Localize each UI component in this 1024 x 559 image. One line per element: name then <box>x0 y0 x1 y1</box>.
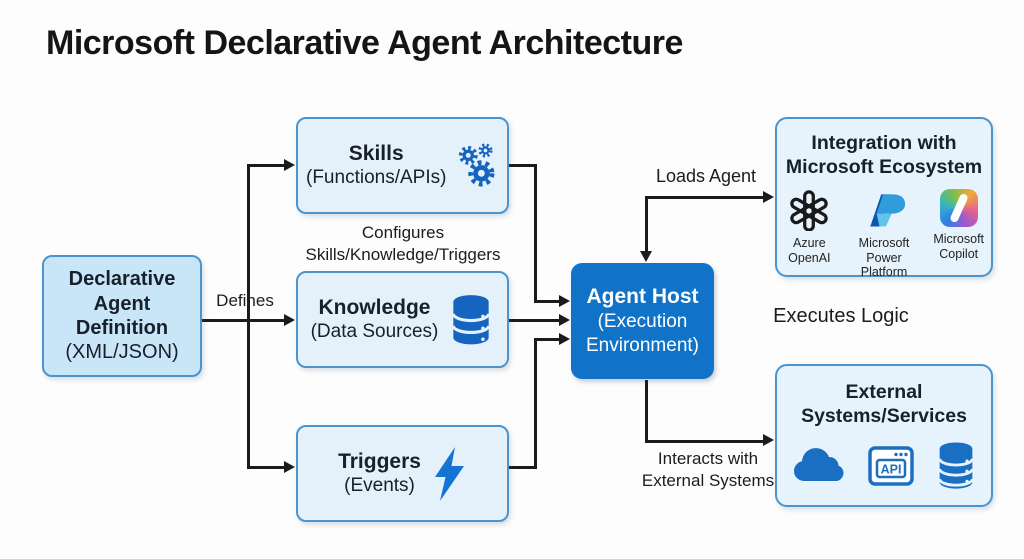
arrowhead-into-external <box>763 434 774 446</box>
branch-to-skills-line <box>247 164 284 167</box>
definition-box-title: Declarative Agent Definition <box>68 268 176 339</box>
integration-logo-row: Azure OpenAI Microsoft Power Platform Mi… <box>777 188 991 280</box>
knowledge-to-host-line <box>509 319 559 322</box>
defines-connector-line <box>202 319 285 322</box>
external-icon-row: API <box>777 441 991 491</box>
openai-logo-icon <box>790 189 829 231</box>
configures-label: Configures Skills/Knowledge/Triggers <box>305 223 501 265</box>
lightning-icon <box>434 446 464 501</box>
power-platform-logo-item: Microsoft Power Platform <box>852 189 917 280</box>
external-box-title: External Systems/Services <box>801 381 967 428</box>
gears-icon <box>459 142 495 186</box>
agent-host-box: Agent Host (Execution Environment) <box>571 263 714 379</box>
interacts-label: Interacts with External Systems <box>641 449 775 491</box>
azure-openai-logo-item: Azure OpenAI <box>777 189 842 266</box>
power-platform-logo-icon <box>870 194 906 227</box>
arrowhead-into-integration <box>763 191 774 203</box>
knowledge-box-title: Knowledge <box>318 296 431 320</box>
power-platform-caption: Microsoft Power Platform <box>858 235 910 280</box>
loads-agent-vertical-line <box>645 197 648 251</box>
arrowhead-knowledge-into-host <box>559 314 570 326</box>
definition-box-subtitle: (XML/JSON) <box>65 341 179 364</box>
copilot-logo-item: Microsoft Copilot <box>926 188 991 262</box>
skills-box-subtitle: (Functions/APIs) <box>306 167 447 189</box>
defines-label: Defines <box>216 291 274 310</box>
branch-vertical-line <box>247 164 250 469</box>
skills-out-line <box>509 164 537 167</box>
skills-to-host-line <box>534 300 559 303</box>
executes-logic-label: Executes Logic <box>773 305 909 327</box>
triggers-box-subtitle: (Events) <box>344 475 415 497</box>
skills-vertical-line <box>534 164 537 303</box>
copilot-logo-slash <box>948 192 969 224</box>
external-systems-box: External Systems/Services API <box>775 364 993 507</box>
arrowhead-into-knowledge <box>284 314 295 326</box>
triggers-box-title: Triggers <box>338 450 421 474</box>
api-window-icon: API <box>868 446 914 486</box>
copilot-caption: Microsoft Copilot <box>933 231 985 261</box>
interacts-horizontal-line <box>645 440 763 443</box>
arrowhead-into-skills <box>284 159 295 171</box>
azure-openai-caption: Azure OpenAI <box>788 235 831 265</box>
knowledge-box: Knowledge (Data Sources) <box>296 271 509 368</box>
database-icon <box>938 442 974 489</box>
skills-box: Skills (Functions/APIs) <box>296 117 509 214</box>
triggers-to-host-line <box>534 338 559 341</box>
skills-box-title: Skills <box>348 142 404 166</box>
page-title: Microsoft Declarative Agent Architecture <box>46 24 683 62</box>
integration-box: Integration with Microsoft Ecosystem Azu… <box>775 117 993 280</box>
agent-host-subtitle: (Execution Environment) <box>586 311 699 357</box>
triggers-out-line <box>509 466 537 469</box>
arrowhead-skills-into-host <box>559 295 570 307</box>
knowledge-box-subtitle: (Data Sources) <box>310 321 439 343</box>
arrowhead-down-into-host <box>640 251 652 262</box>
loads-agent-label: Loads Agent <box>655 166 757 186</box>
arrowhead-into-triggers <box>284 461 295 473</box>
cloud-icon <box>793 447 844 481</box>
api-icon-label: API <box>881 462 902 476</box>
branch-to-triggers-line <box>247 466 284 469</box>
database-icon <box>452 294 491 344</box>
declarative-agent-definition-box: Declarative Agent Definition (XML/JSON) <box>42 255 202 377</box>
arrowhead-triggers-into-host <box>559 333 570 345</box>
agent-host-title: Agent Host <box>586 285 699 309</box>
triggers-box: Triggers (Events) <box>296 425 509 522</box>
integration-box-title: Integration with Microsoft Ecosystem <box>785 132 983 179</box>
copilot-logo-icon <box>939 188 978 227</box>
interacts-vertical-line <box>645 380 648 441</box>
loads-agent-horizontal-line <box>645 196 763 199</box>
triggers-vertical-line <box>534 338 537 469</box>
